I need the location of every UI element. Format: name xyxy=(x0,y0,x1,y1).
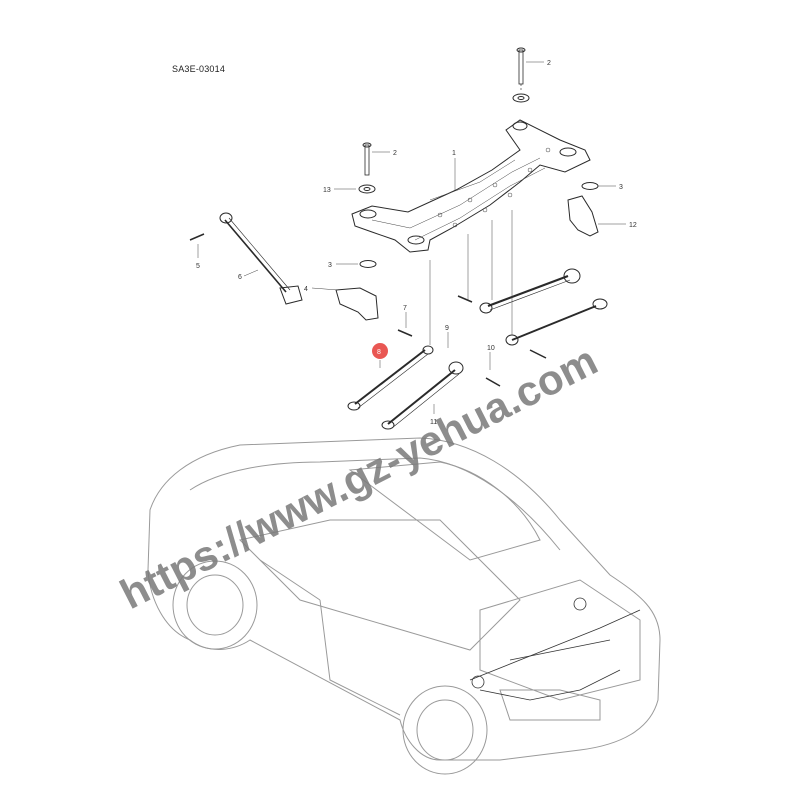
callout-3-right: 3 xyxy=(619,184,623,191)
vehicle-outline xyxy=(147,437,661,775)
highlight-marker: 8 xyxy=(372,343,388,359)
callout-11: 11 xyxy=(430,419,437,426)
diagram-code: SA3E-03014 xyxy=(172,64,226,74)
upper-arm xyxy=(479,268,581,314)
bracket-right xyxy=(567,195,599,237)
callout-8: 8 xyxy=(377,349,381,356)
lower-arm-8 xyxy=(347,345,434,411)
watermark-text: https://www.gz-yehua.com xyxy=(113,336,605,618)
callout-2-left: 2 xyxy=(393,150,397,157)
rear-subframe xyxy=(351,119,591,253)
callout-10: 10 xyxy=(487,345,495,352)
lower-arm-11 xyxy=(381,361,464,430)
callout-6: 6 xyxy=(238,274,242,281)
washer-left xyxy=(359,260,377,268)
trailing-link xyxy=(219,212,303,305)
callout-5: 5 xyxy=(196,263,200,270)
callout-7: 7 xyxy=(403,305,407,312)
washer-right xyxy=(581,182,599,190)
toe-link xyxy=(505,298,608,346)
subframe-bolt-right xyxy=(512,47,530,103)
callout-13: 13 xyxy=(323,187,331,194)
callout-labels: 2 2 13 1 3 3 12 5 6 4 7 9 10 11 xyxy=(196,60,637,426)
arm-bolts xyxy=(397,295,547,387)
callout-3-left: 3 xyxy=(328,262,332,269)
bracket-left xyxy=(335,287,379,321)
callout-12: 12 xyxy=(629,222,637,229)
callout-9: 9 xyxy=(445,325,449,332)
vehicle-suspension-detail xyxy=(469,597,641,701)
callout-2-top: 2 xyxy=(547,60,551,67)
subframe-bolt-left xyxy=(358,142,376,194)
callout-4: 4 xyxy=(304,286,308,293)
callout-1: 1 xyxy=(452,150,456,157)
leader-lines xyxy=(197,61,626,414)
link-bolt-5 xyxy=(189,233,205,241)
